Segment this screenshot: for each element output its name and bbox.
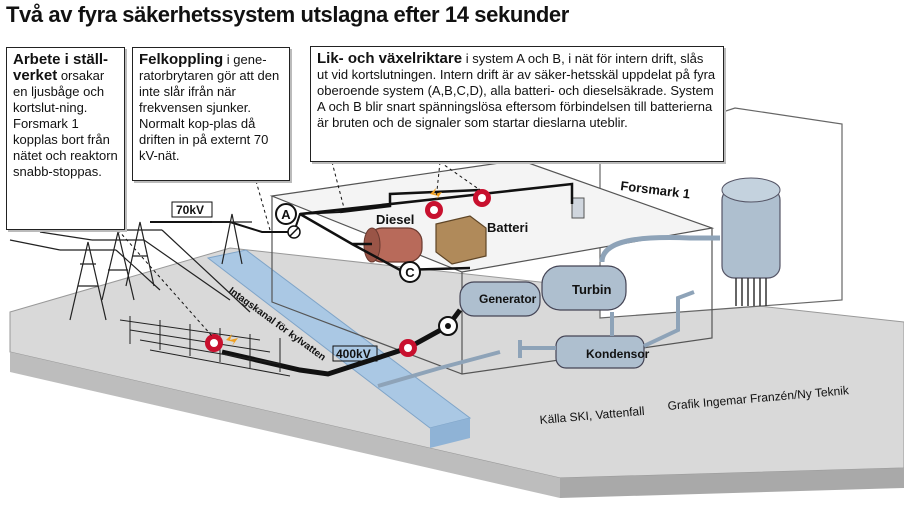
fault-marker-icon xyxy=(399,339,417,357)
breaker-node-icon xyxy=(287,225,301,239)
node-a-label: A xyxy=(281,207,291,222)
condenser-pipes xyxy=(518,290,695,358)
callout-felkoppling: Felkoppling i gene-ratorbrytaren gör att… xyxy=(132,47,290,181)
battery-label: Batteri xyxy=(487,220,528,235)
callout-felkoppling-title: Felkoppling xyxy=(139,51,224,68)
generator-label: Generator xyxy=(479,292,537,306)
kv70-label: 70kV xyxy=(176,203,204,217)
steam-pipe xyxy=(599,235,720,263)
kv400-label: 400kV xyxy=(336,347,371,361)
battery-box xyxy=(435,215,487,265)
turbine xyxy=(541,265,627,311)
spark-icon xyxy=(226,334,238,346)
node-a xyxy=(275,203,297,225)
breaker-node-icon xyxy=(438,316,458,336)
callout-arbete: Arbete i ställ-verket orsakar en ljusbåg… xyxy=(6,47,125,230)
power-pylon-icon xyxy=(9,213,252,321)
condenser xyxy=(555,335,645,369)
outlet-pipe xyxy=(377,350,501,388)
leader-lines xyxy=(117,161,481,337)
control-cabinet xyxy=(571,197,585,219)
reactor-rods xyxy=(735,278,767,306)
spark-icon xyxy=(430,188,442,200)
turbine-label: Turbin xyxy=(572,282,612,297)
generator xyxy=(459,281,541,317)
fault-marker-icon xyxy=(205,334,223,352)
callout-arbete-body: orsakar en ljusbåge och kortslut-ning. F… xyxy=(13,68,118,179)
kv400-label-bg xyxy=(332,345,378,362)
condenser-label: Kondensor xyxy=(586,347,650,361)
reactor-dome xyxy=(721,177,781,203)
callout-likvaxel-title: Lik- och växelriktare xyxy=(317,50,463,67)
fault-marker-icon xyxy=(425,201,443,219)
callout-arbete-title: Arbete i ställ-verket xyxy=(13,51,109,84)
headline: Två av fyra säkerhetssystem utslagna eft… xyxy=(6,2,569,27)
canal-front xyxy=(430,418,470,448)
fault-marker-icon xyxy=(473,189,491,207)
internal-grid xyxy=(299,182,574,272)
diesel-label: Diesel xyxy=(376,212,414,227)
callout-likvaxel-body: i system A och B, i nät för intern drift… xyxy=(317,51,716,130)
ground-edge xyxy=(10,352,560,498)
kv70-label-bg xyxy=(171,201,213,218)
ground-edge-right xyxy=(560,468,904,498)
callout-likvaxel: Lik- och växelriktare i system A och B, … xyxy=(310,46,724,162)
node-c xyxy=(399,261,421,283)
node-c-label: C xyxy=(405,265,415,280)
callout-felkoppling-body: i gene-ratorbrytaren gör att den inte sl… xyxy=(139,52,280,163)
